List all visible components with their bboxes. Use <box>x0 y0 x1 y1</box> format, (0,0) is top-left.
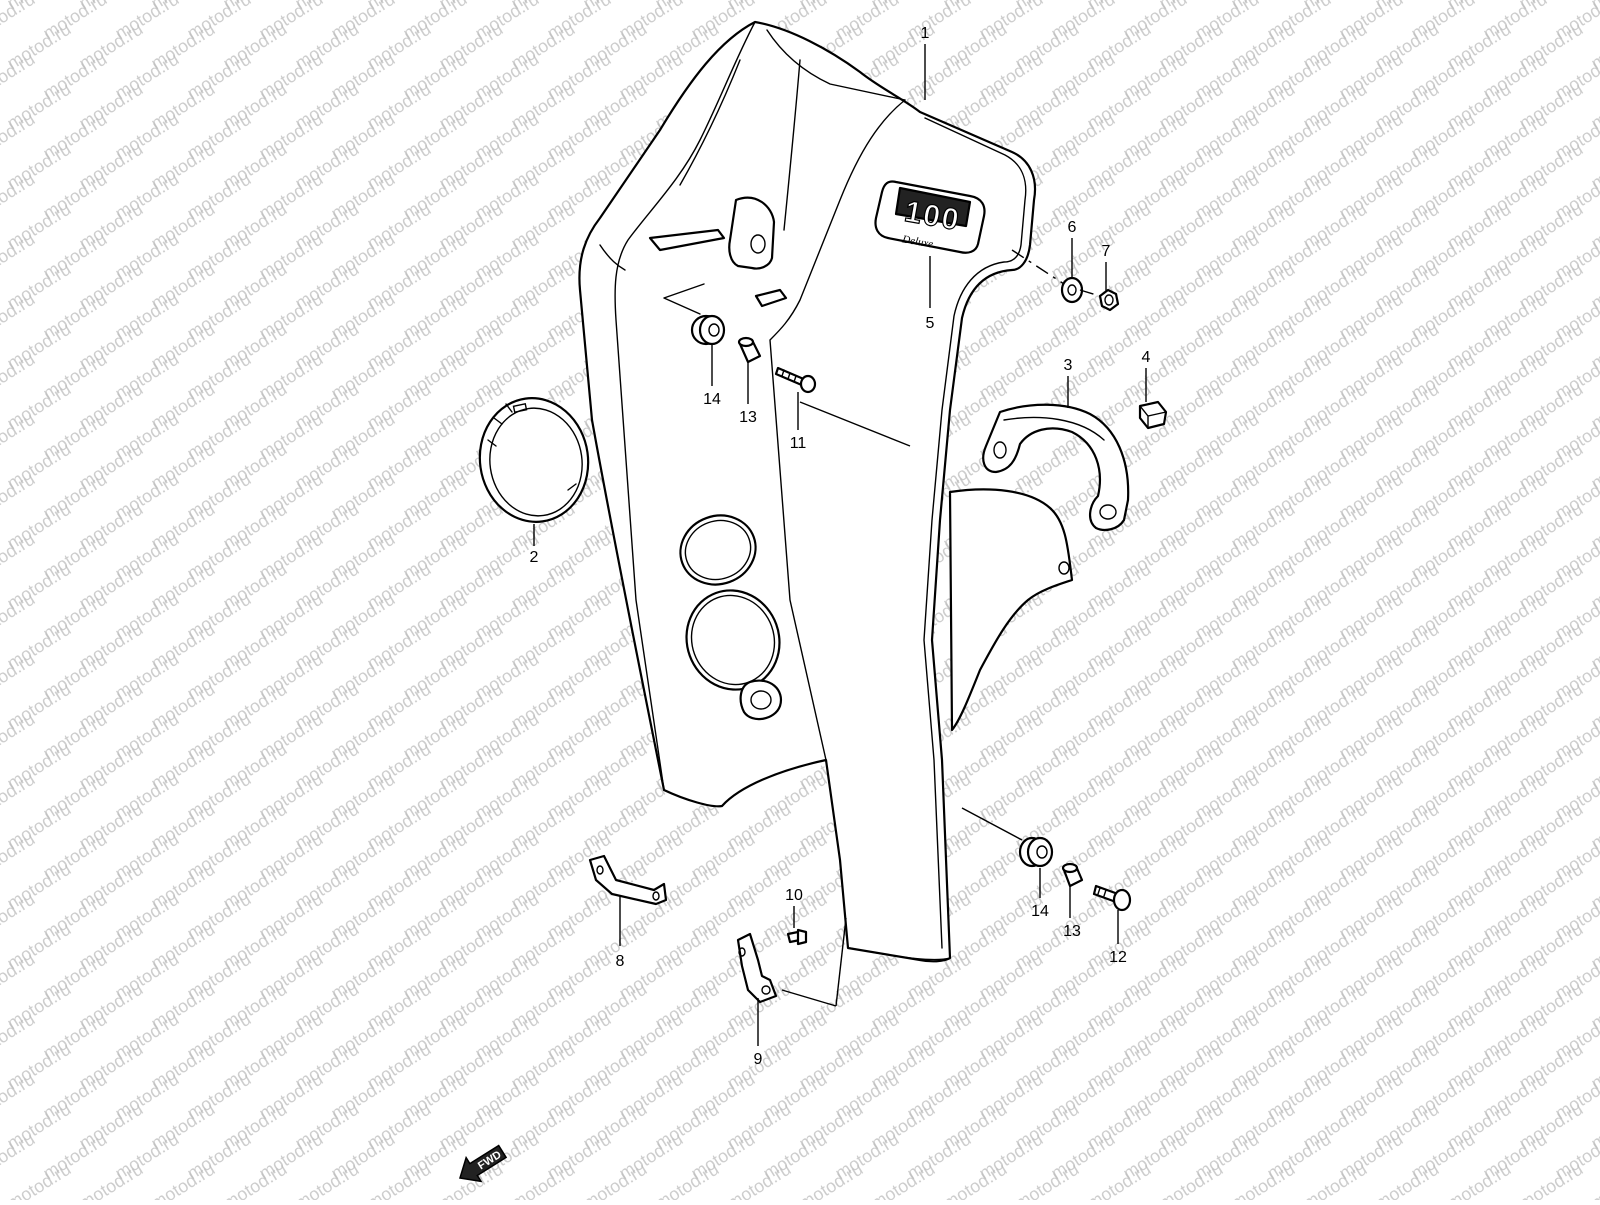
nut-part-7 <box>1098 288 1120 312</box>
watermark-text: motod.ru <box>940 1159 1011 1200</box>
callout-13-lower: 13 <box>1063 923 1081 940</box>
watermark-text: motod.ru <box>148 1159 219 1200</box>
callout-12: 12 <box>1109 949 1127 966</box>
grommet-part-14-lower <box>1018 836 1054 868</box>
watermark-text: motod.ru <box>796 1159 867 1200</box>
callout-2: 2 <box>530 549 539 566</box>
watermark-text: motod.ru <box>292 1159 363 1200</box>
watermark-text: motod.ru <box>364 1159 435 1200</box>
watermark-text: motod.ru <box>4 1159 75 1200</box>
callout-7: 7 <box>1102 243 1111 260</box>
watermark-text: motod.ru <box>724 1159 795 1200</box>
watermark-text: motod.ru <box>1084 1159 1155 1200</box>
watermark-text: motod.ru <box>76 1159 147 1200</box>
washer-part-6 <box>1060 276 1084 304</box>
watermark-text: motod.ru <box>580 1159 651 1200</box>
callout-6: 6 <box>1068 219 1077 236</box>
watermark-text: motod.ru <box>652 1159 723 1200</box>
watermark-text: motod.ru <box>508 1159 579 1200</box>
callout-3: 3 <box>1064 357 1073 374</box>
callout-11: 11 <box>790 435 807 452</box>
watermark-text: motod.ru <box>1516 1159 1587 1200</box>
callout-14-lower: 14 <box>1031 903 1049 920</box>
callout-14-upper: 14 <box>703 391 721 408</box>
callout-4: 4 <box>1142 349 1151 366</box>
clip-part-4 <box>1138 400 1168 430</box>
callout-13-upper: 13 <box>739 409 757 426</box>
watermark-text: motod.ru <box>0 0 38 43</box>
callout-1: 1 <box>921 25 930 42</box>
watermark-text: motod.ru <box>1372 1159 1443 1200</box>
watermark-text: motod.ru <box>1228 1159 1299 1200</box>
grommet-part-14-upper <box>690 314 726 346</box>
callout-8: 8 <box>616 953 625 970</box>
watermark-text: motod.ru <box>1444 1159 1515 1200</box>
watermark-text: motod.ru <box>1012 1159 1083 1200</box>
watermark-text: motod.ru <box>1156 1159 1227 1200</box>
watermark-text: motod.ru <box>868 1159 939 1200</box>
watermark-text: motod.ru <box>1300 1159 1371 1200</box>
callout-5: 5 <box>926 315 935 332</box>
callout-10: 10 <box>785 887 803 904</box>
callout-9: 9 <box>754 1051 763 1068</box>
watermark-text: motod.ru <box>220 1159 291 1200</box>
